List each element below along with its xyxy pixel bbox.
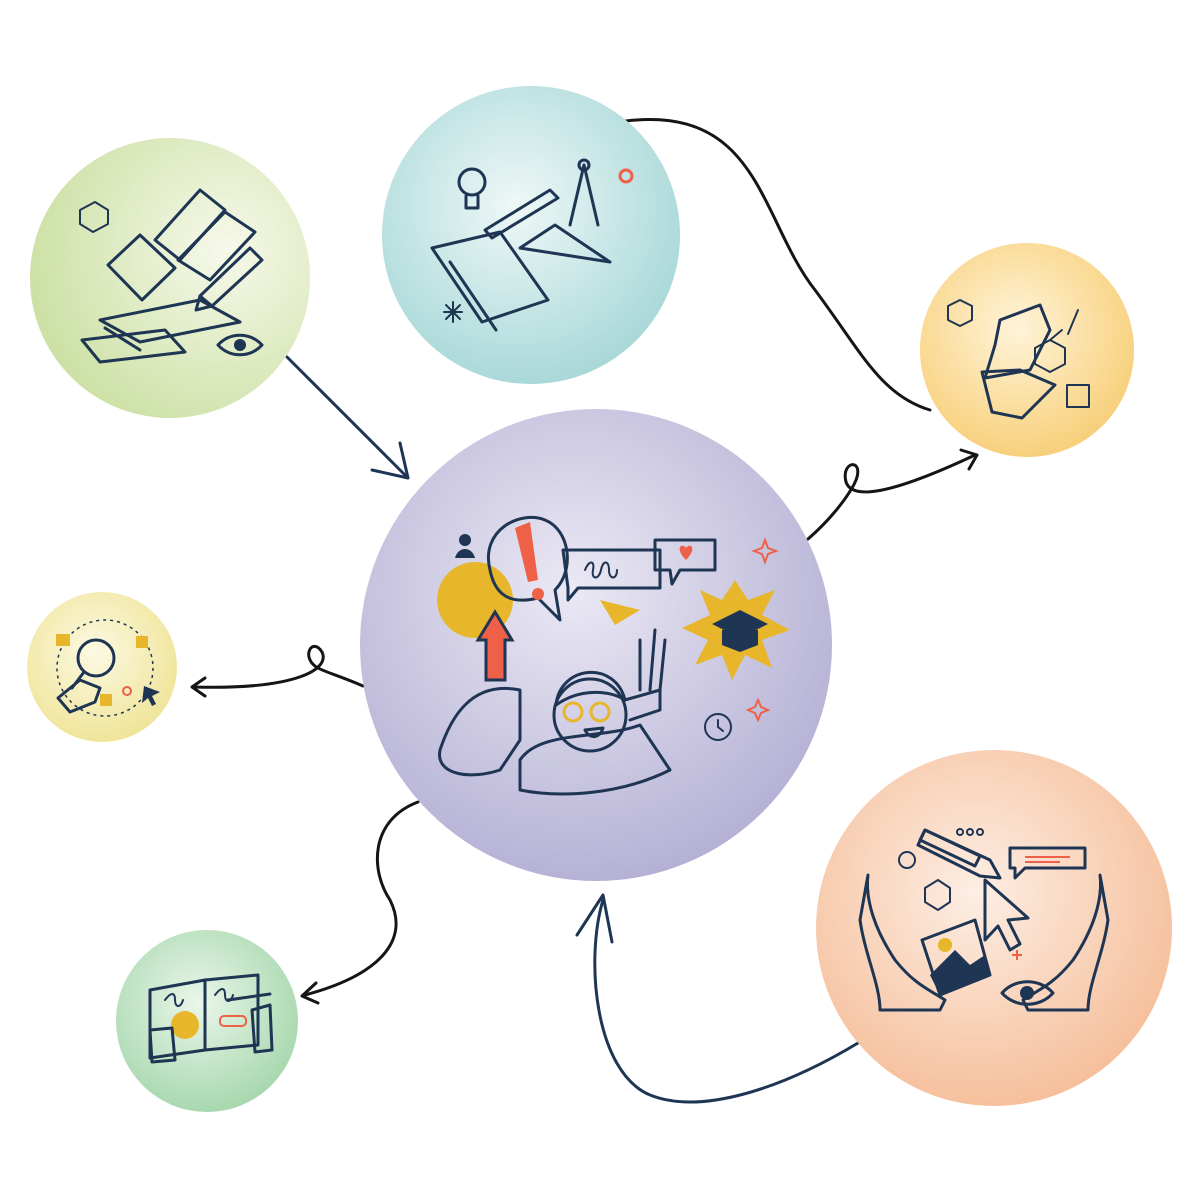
arrowhead-to-research [190,676,207,698]
arrowhead-into-center [370,441,410,480]
circle-design [382,86,680,384]
connector-center-to-notes [303,800,420,997]
open-notebook-icon [148,973,274,1064]
connector-design-to-science [624,118,932,412]
books-and-pencil-icon [79,188,264,364]
circle-research [27,592,177,742]
circle-creative [816,750,1172,1106]
chemistry-flask-icon [947,299,1090,420]
magnifier-hand-icon [56,619,160,717]
connector-center-to-science [806,453,977,541]
notebook-and-tools-icon [430,158,634,332]
connector-reading-to-center [285,355,407,477]
student-celebration-icon [437,515,790,796]
circle-center [360,409,832,881]
circle-science [920,243,1134,457]
arrowhead-to-science [959,448,979,471]
arrowhead-up-to-center [575,893,614,944]
arrowhead-to-notes [300,981,320,1005]
connector-center-to-research [191,644,365,689]
circle-reading [30,138,310,418]
connectors [190,118,979,1104]
connector-creative-to-center [593,898,860,1104]
creative-hands-icon [858,828,1110,1012]
